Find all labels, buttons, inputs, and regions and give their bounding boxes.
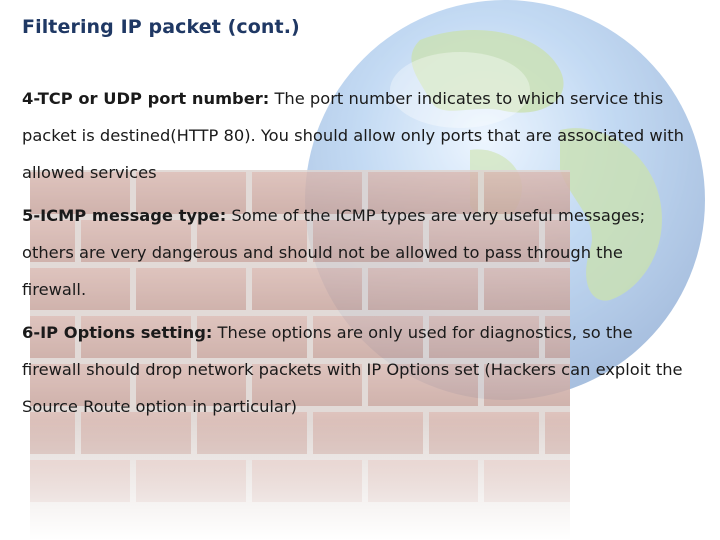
paragraph-port-number: 4-TCP or UDP port number: The port numbe… — [22, 80, 692, 191]
term-ip-options: 6-IP Options setting: — [22, 323, 213, 342]
slide-title: Filtering IP packet (cont.) — [22, 16, 300, 38]
term-icmp-type: 5-ICMP message type: — [22, 206, 227, 225]
paragraph-ip-options: 6-IP Options setting: These options are … — [22, 314, 692, 425]
text-icmp-type: Some of the ICMP types are very useful m… — [22, 206, 646, 299]
text-port-number: The port number indicates to which servi… — [22, 89, 684, 182]
text-ip-options: These options are only used for diagnost… — [22, 323, 683, 416]
term-port-number: 4-TCP or UDP port number: — [22, 89, 270, 108]
paragraph-icmp-type: 5-ICMP message type: Some of the ICMP ty… — [22, 197, 692, 308]
slide-content: 4-TCP or UDP port number: The port numbe… — [22, 80, 692, 431]
